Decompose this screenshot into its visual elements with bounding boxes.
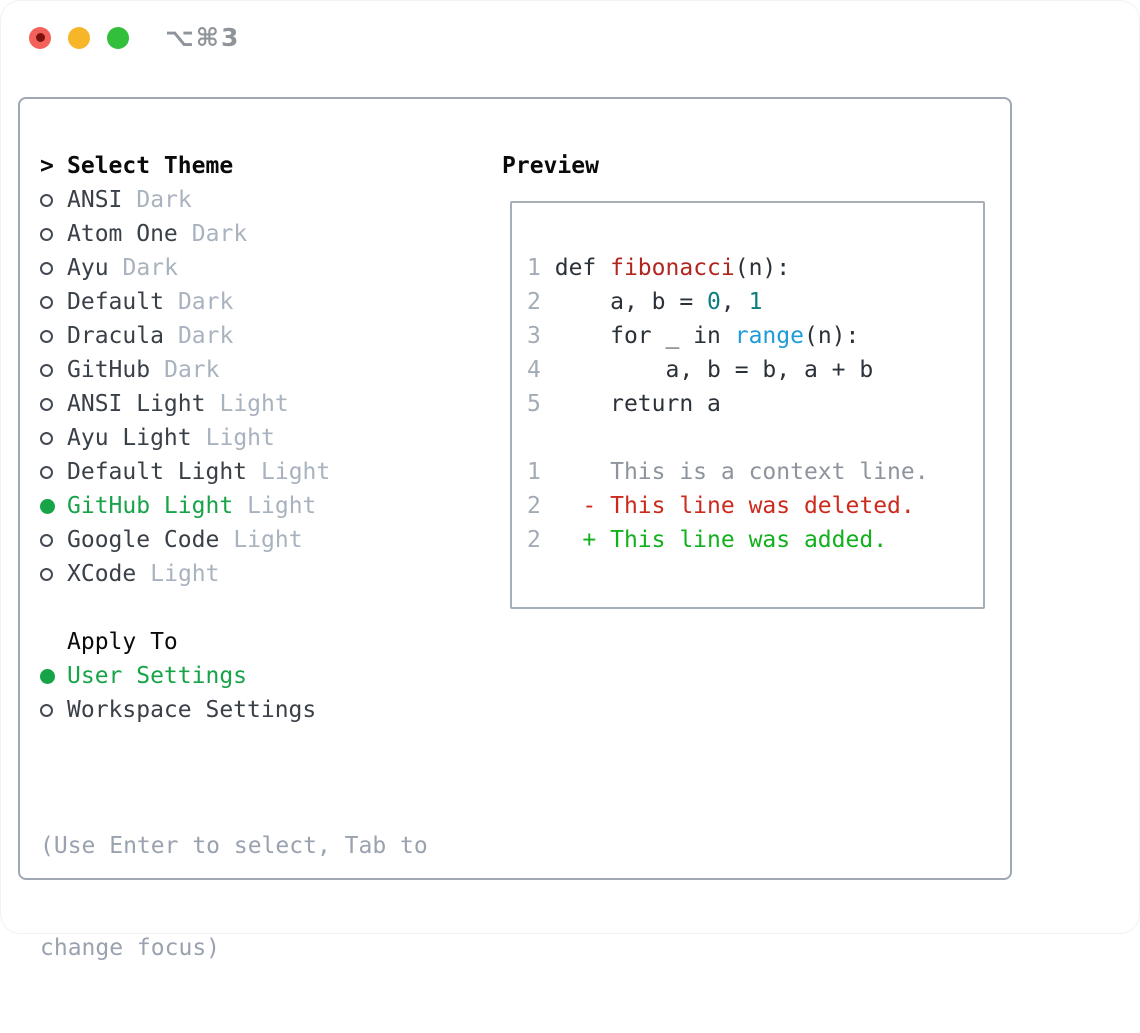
preview-column: Preview 1 def fibonacci(n): 2 a, b = 0, … (502, 149, 1010, 878)
apply-option-label: Workspace Settings (67, 697, 317, 723)
radio-unselected-icon (40, 261, 67, 275)
radio-unselected-icon (40, 533, 67, 547)
theme-name: XCode (67, 561, 137, 587)
theme-name: Atom One (67, 221, 178, 247)
theme-variant: Light (219, 391, 289, 417)
radio-unselected-icon (40, 363, 67, 377)
theme-option-ansi-light[interactable]: ANSI Light Light (40, 387, 502, 421)
radio-unselected-icon (40, 703, 67, 717)
line-number: 5 (527, 391, 541, 417)
line-number: 3 (527, 323, 541, 349)
theme-option-atom-one[interactable]: Atom One Dark (40, 217, 502, 251)
theme-option-github-light[interactable]: GitHub Light Light (40, 489, 502, 523)
theme-name: ANSI Light (67, 391, 206, 417)
traffic-lights (29, 26, 129, 49)
diff-line-deleted: 2 - This line was deleted. (527, 493, 915, 519)
theme-name: GitHub Light (67, 493, 234, 519)
theme-option-ansi[interactable]: ANSI Dark (40, 183, 502, 217)
line-number: 2 (527, 527, 541, 553)
apply-to-title: Apply To (67, 629, 178, 655)
diff-sample: 1 This is a context line. 2 - This line … (527, 455, 983, 557)
line-number: 4 (527, 357, 541, 383)
close-button[interactable] (29, 26, 51, 49)
theme-name: Google Code (67, 527, 220, 553)
apply-option-label: User Settings (67, 663, 248, 689)
theme-variant: Dark (164, 357, 220, 383)
radio-unselected-icon (40, 227, 67, 241)
maximize-button[interactable] (107, 26, 129, 49)
apply-to-list: User Settings Workspace Settings (40, 659, 502, 727)
theme-variant: Light (233, 527, 303, 553)
radio-selected-icon (40, 668, 67, 684)
prompt-caret-icon: > (40, 153, 54, 179)
theme-name: Default (67, 289, 164, 315)
line-number: 1 (527, 459, 541, 485)
line-number: 1 (527, 255, 541, 281)
spacer (40, 591, 502, 625)
spacer (40, 727, 502, 761)
apply-option-user-settings[interactable]: User Settings (40, 659, 502, 693)
theme-option-dracula[interactable]: Dracula Dark (40, 319, 502, 353)
theme-variant: Light (261, 459, 331, 485)
radio-unselected-icon (40, 465, 67, 479)
theme-name: Dracula (67, 323, 164, 349)
picker-title: Select Theme (67, 153, 234, 179)
theme-variant: Dark (136, 187, 192, 213)
theme-option-default-light[interactable]: Default Light Light (40, 455, 502, 489)
select-theme-header: > Select Theme (40, 149, 502, 183)
radio-unselected-icon (40, 329, 67, 343)
theme-option-xcode[interactable]: XCode Light (40, 557, 502, 591)
diff-line-added: 2 + This line was added. (527, 527, 888, 553)
theme-name: GitHub (67, 357, 151, 383)
code-line: 5 return a (527, 391, 721, 417)
spacer (527, 421, 983, 455)
hint-text: (Use Enter to select, Tab to change focu… (40, 761, 502, 1033)
theme-variant: Dark (122, 255, 178, 281)
theme-variant: Dark (177, 289, 234, 315)
theme-option-ayu-light[interactable]: Ayu Light Light (40, 421, 502, 455)
theme-variant: Light (247, 493, 317, 519)
hint-line-1: (Use Enter to select, Tab to (40, 833, 428, 859)
titlebar: ⌥⌘3 (0, 0, 1140, 75)
theme-name: Default Light (67, 459, 248, 485)
radio-unselected-icon (40, 193, 67, 207)
theme-name: ANSI (67, 187, 123, 213)
code-line: 1 def fibonacci(n): (527, 255, 791, 281)
theme-name: Ayu (67, 255, 109, 281)
line-number: 2 (527, 493, 541, 519)
code-line: 3 for _ in range(n): (527, 323, 860, 349)
window-shortcut-label: ⌥⌘3 (165, 23, 241, 52)
theme-option-ayu[interactable]: Ayu Dark (40, 251, 502, 285)
theme-variant: Dark (191, 221, 248, 247)
radio-selected-icon (40, 498, 67, 514)
minimize-button[interactable] (68, 26, 90, 49)
apply-option-workspace-settings[interactable]: Workspace Settings (40, 693, 502, 727)
code-line: 2 a, b = 0, 1 (527, 289, 763, 315)
diff-line-context: 1 This is a context line. (527, 459, 929, 485)
theme-option-github[interactable]: GitHub Dark (40, 353, 502, 387)
theme-variant: Light (150, 561, 220, 587)
theme-variant: Dark (177, 323, 234, 349)
preview-box: 1 def fibonacci(n): 2 a, b = 0, 1 3 for … (510, 201, 985, 609)
close-dot-icon (35, 33, 45, 42)
radio-unselected-icon (40, 567, 67, 581)
hint-line-2: change focus) (40, 935, 221, 961)
line-number: 2 (527, 289, 541, 315)
preview-title: Preview (502, 153, 599, 179)
theme-option-default[interactable]: Default Dark (40, 285, 502, 319)
code-sample: 1 def fibonacci(n): 2 a, b = 0, 1 3 for … (527, 251, 983, 421)
code-line: 4 a, b = b, a + b (527, 357, 874, 383)
radio-unselected-icon (40, 397, 67, 411)
apply-to-header: Apply To (40, 625, 502, 659)
theme-option-google-code[interactable]: Google Code Light (40, 523, 502, 557)
radio-unselected-icon (40, 295, 67, 309)
radio-unselected-icon (40, 431, 67, 445)
theme-name: Ayu Light (67, 425, 192, 451)
theme-variant: Light (205, 425, 275, 451)
